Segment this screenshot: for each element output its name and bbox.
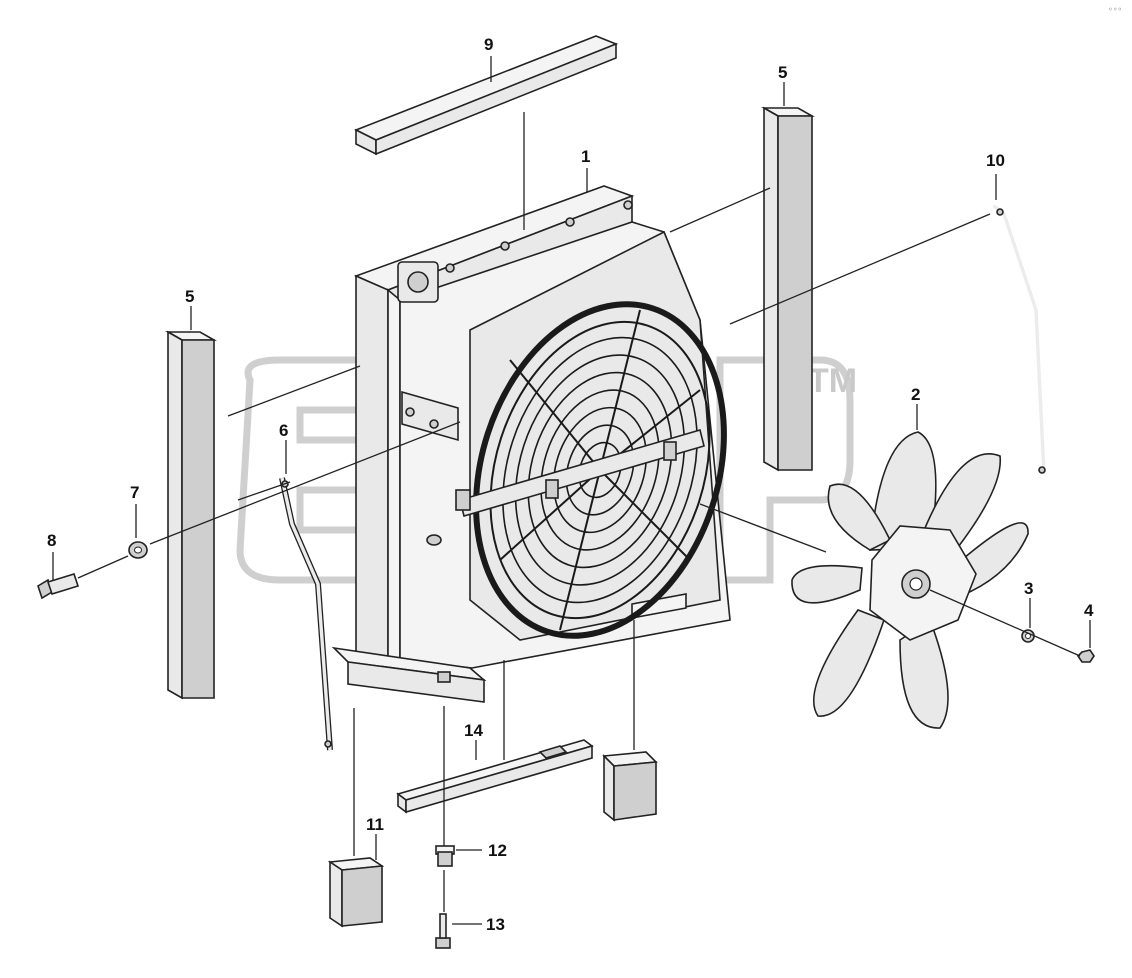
fan-wire-guard [455,301,727,639]
part-10-support-rod [992,204,1046,475]
callout-11: 11 [366,815,384,834]
part-2-fan-blades [791,431,1029,729]
callout-1: 1 [581,147,590,166]
part-8-bolt [37,573,80,600]
callout-5-left: 5 [185,287,194,306]
callout-3: 3 [1024,579,1033,598]
callout-10: 10 [986,151,1005,170]
part-14-bottom-strip [396,739,594,814]
callout-8: 8 [47,531,56,550]
part-5-right-post [760,106,816,472]
part-4-nut [1076,649,1095,663]
part-9-top-strip [354,35,619,156]
part-6-support-rod [279,477,333,751]
right-foam-block [602,751,658,822]
callout-labels: 9 1 5 10 5 6 7 8 2 3 4 14 11 12 13 [47,35,1094,934]
callout-6: 6 [279,421,288,440]
part-11-foam-block [327,857,385,928]
trademark-text: TM [808,362,857,400]
part-12-bushing [435,845,455,867]
callout-13: 13 [486,915,505,934]
callout-2: 2 [911,385,920,404]
corner-mark: ◦◦◦ [1108,5,1122,14]
callout-7: 7 [130,483,139,502]
callout-9: 9 [484,35,493,54]
part-7-washer [128,541,148,559]
part-5-left-post [164,330,218,700]
part-3-washer [1021,629,1035,643]
callout-14: 14 [464,721,483,740]
leader-lines [52,56,1091,925]
callout-5-right: 5 [778,63,787,82]
part-13-bolt [435,913,451,949]
callout-12: 12 [488,841,507,860]
callout-4: 4 [1084,601,1094,620]
